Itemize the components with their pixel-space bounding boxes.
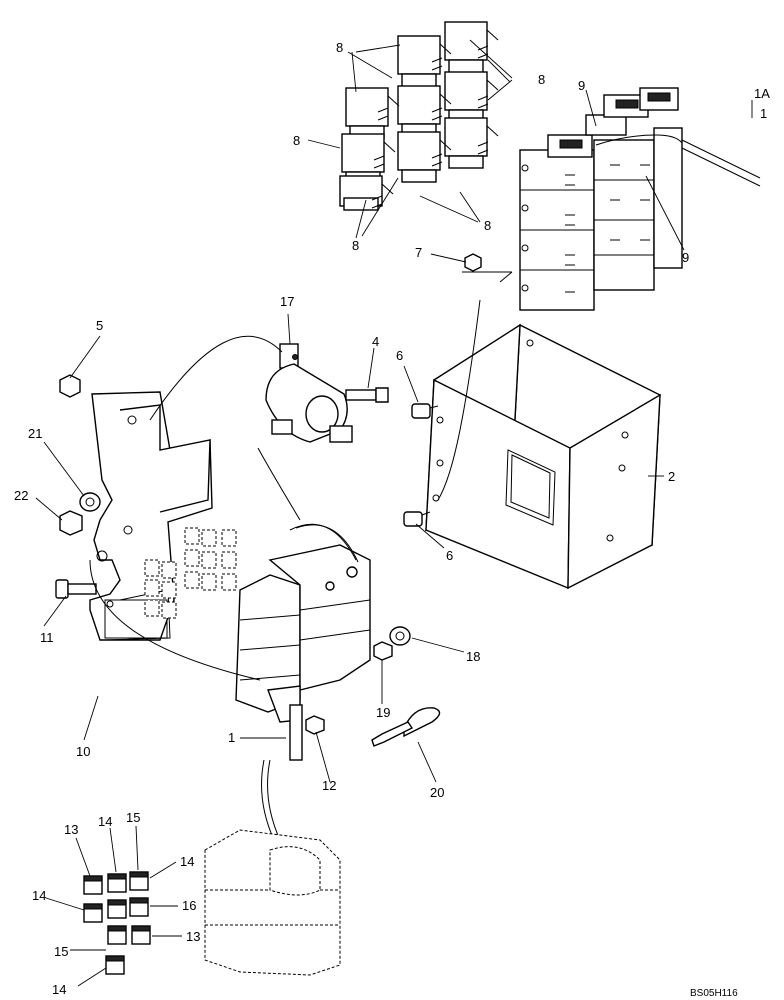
relay <box>397 131 452 183</box>
dashed-fuse-block <box>204 829 341 976</box>
callout-6: 6 <box>396 348 403 363</box>
callout-6: 6 <box>446 548 453 563</box>
washer-18 <box>389 626 411 646</box>
nut-12 <box>305 715 325 735</box>
callout-22: 22 <box>14 488 28 503</box>
fuse-13 <box>83 875 103 895</box>
fuse-13 <box>131 925 151 945</box>
callout-8: 8 <box>538 72 545 87</box>
mounting-plate-10 <box>89 391 237 641</box>
callout-7: 7 <box>415 245 422 260</box>
nut-22 <box>59 510 83 536</box>
relay-block-assembly <box>519 87 761 311</box>
relay <box>339 175 394 211</box>
callout-13: 13 <box>186 929 200 944</box>
relay <box>397 85 452 139</box>
nut-7 <box>462 253 512 273</box>
callout-9: 9 <box>578 78 585 93</box>
clamp-17 <box>265 343 353 443</box>
callout-5: 5 <box>96 318 103 333</box>
callout-1: 1 <box>228 730 235 745</box>
fuse-14 <box>83 903 103 923</box>
drawing-code: BS05H116 <box>690 988 738 999</box>
callout-14: 14 <box>52 982 66 997</box>
callout-labels: 8 8 8 8 8 9 9 1A 1 7 2 17 4 6 6 5 21 22 … <box>14 40 770 997</box>
fuse-14 <box>107 873 127 893</box>
callout-12: 12 <box>322 778 336 793</box>
relay-cluster <box>339 21 499 211</box>
callout-15: 15 <box>126 810 140 825</box>
callout-8: 8 <box>352 238 359 253</box>
callout-2: 2 <box>668 469 675 484</box>
washer-21 <box>79 492 101 512</box>
callout-14: 14 <box>32 888 46 903</box>
callout-21: 21 <box>28 426 42 441</box>
relay <box>444 21 499 75</box>
relay <box>345 87 400 139</box>
callout-8: 8 <box>484 218 491 233</box>
bolt-4 <box>345 387 389 403</box>
callout-11: 11 <box>40 630 54 645</box>
fuse-outline-dashed <box>144 527 237 619</box>
screw-6-bottom <box>403 511 431 527</box>
callout-8: 8 <box>336 40 343 55</box>
fuse-16 <box>129 897 149 917</box>
callout-8: 8 <box>293 133 300 148</box>
callout-14: 14 <box>98 814 112 829</box>
fuse-14 <box>107 899 127 919</box>
callout-16: 16 <box>182 898 196 913</box>
callout-1: 1 <box>760 106 767 121</box>
wire-harness <box>89 271 513 841</box>
callout-18: 18 <box>466 649 480 664</box>
relay-terminals <box>371 45 489 209</box>
fuse-15 <box>107 925 127 945</box>
fuse-set <box>83 871 151 975</box>
callout-9: 9 <box>682 250 689 265</box>
callout-20: 20 <box>430 785 444 800</box>
fuse-15 <box>129 871 149 891</box>
callout-14: 14 <box>180 854 194 869</box>
relay <box>397 35 452 89</box>
bracket-2 <box>425 323 661 590</box>
callout-19: 19 <box>376 705 390 720</box>
nut-5 <box>59 374 81 398</box>
callout-1a: 1A <box>754 86 770 101</box>
leader-lines <box>35 39 753 987</box>
fuse-14 <box>105 955 125 975</box>
bolt-11 <box>55 579 97 599</box>
callout-17: 17 <box>280 294 294 309</box>
fuse-holder-assembly <box>235 523 371 761</box>
relay <box>444 117 499 169</box>
callout-4: 4 <box>372 334 379 349</box>
cable-tie-20 <box>371 707 441 747</box>
callout-15: 15 <box>54 944 68 959</box>
callout-10: 10 <box>76 744 90 759</box>
screw-6-top <box>411 403 439 419</box>
nut-19 <box>373 641 393 661</box>
callout-13: 13 <box>64 822 78 837</box>
relay-block-terminals <box>521 164 650 293</box>
